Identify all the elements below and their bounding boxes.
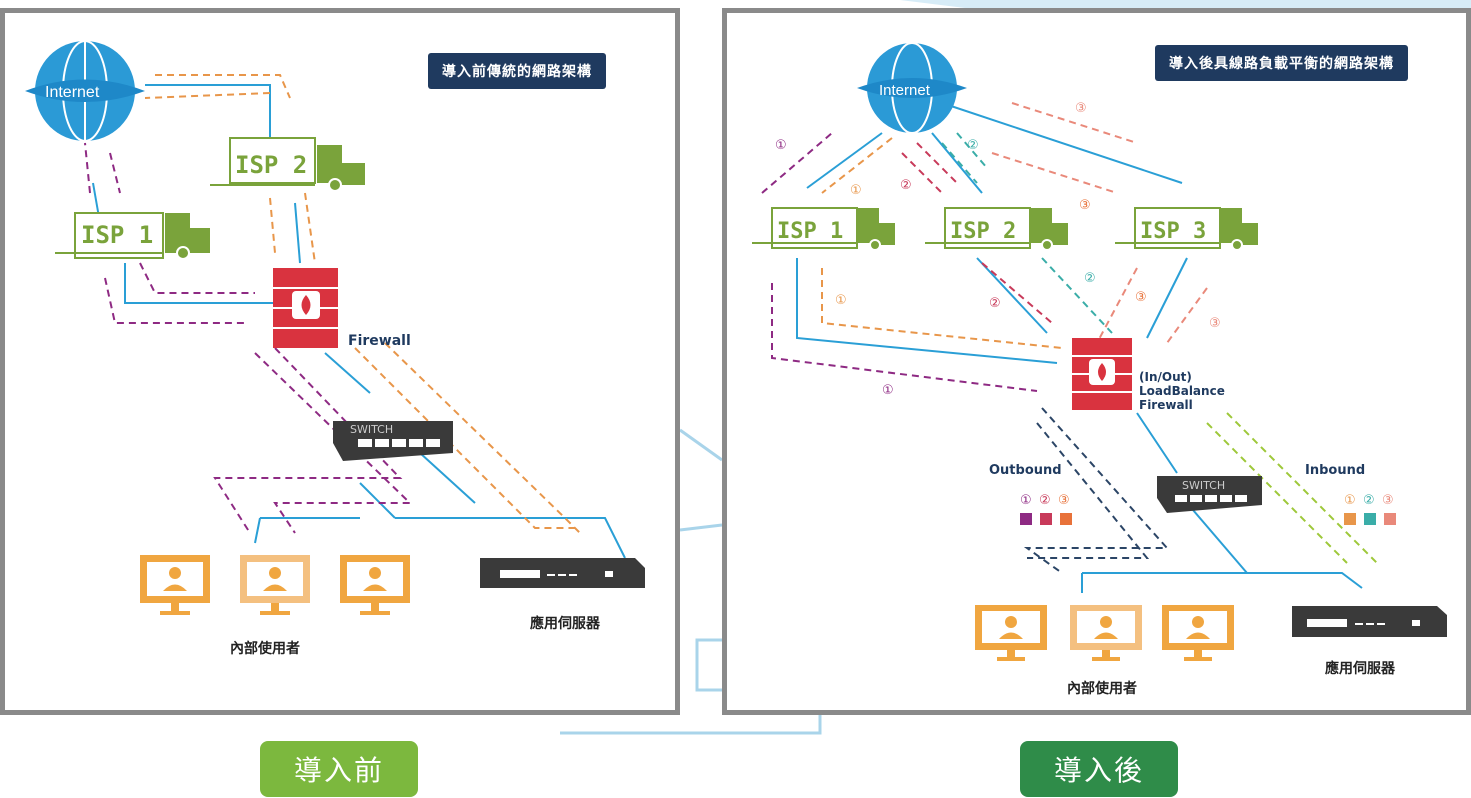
user-monitor-icon bbox=[240, 555, 310, 615]
user-monitor-icon bbox=[340, 555, 410, 615]
isp2-truck-icon bbox=[210, 137, 365, 192]
outbound-marker-2: ② bbox=[1039, 493, 1051, 508]
firewall-label-line2: LoadBalance bbox=[1139, 384, 1225, 398]
outbound-marker-3: ③ bbox=[1058, 493, 1070, 508]
user-monitor-icon bbox=[1162, 605, 1234, 661]
before-button[interactable]: 導入前 bbox=[260, 741, 418, 797]
outbound-marker-1: ① bbox=[1020, 493, 1032, 508]
before-diagram-lines: Internet ISP 2 ISP 1 bbox=[25, 40, 645, 615]
marker-2: ② bbox=[1084, 271, 1096, 286]
marker-2: ② bbox=[900, 178, 912, 193]
isp3-text: ISP 3 bbox=[1140, 219, 1206, 244]
internet-globe-icon bbox=[25, 40, 145, 142]
isp3-truck-icon bbox=[1115, 207, 1258, 251]
server-label: 應用伺服器 bbox=[530, 616, 600, 632]
isp1-truck-icon bbox=[55, 212, 210, 260]
outbound-legend-squares bbox=[1020, 513, 1072, 525]
users-label: 內部使用者 bbox=[230, 641, 300, 657]
after-diagram-lines: Internet ISP 1 ISP 2 ISP 3 bbox=[752, 42, 1447, 661]
inbound-marker-1: ① bbox=[1344, 493, 1356, 508]
internet-globe-icon bbox=[857, 42, 967, 134]
user-monitor-icon bbox=[975, 605, 1047, 661]
firewall-icon bbox=[273, 268, 338, 348]
firewall-label-line1: (In/Out) bbox=[1139, 370, 1192, 384]
switch-text: SWITCH bbox=[1182, 479, 1225, 492]
inbound-label: Inbound bbox=[1305, 463, 1366, 478]
switch-icon bbox=[333, 421, 453, 461]
firewall-label: Firewall bbox=[348, 333, 411, 349]
switch-icon bbox=[1157, 476, 1262, 513]
marker-3: ③ bbox=[1209, 316, 1221, 331]
marker-1: ① bbox=[882, 383, 894, 398]
marker-3: ③ bbox=[1075, 101, 1087, 116]
inbound-marker-3: ③ bbox=[1382, 493, 1394, 508]
outbound-label: Outbound bbox=[989, 463, 1062, 478]
server-label: 應用伺服器 bbox=[1325, 661, 1395, 677]
after-diagram-panel: Internet ISP 1 ISP 2 ISP 3 bbox=[722, 8, 1471, 715]
before-title-badge: 導入前傳統的網路架構 bbox=[428, 53, 606, 89]
marker-1: ① bbox=[835, 293, 847, 308]
server-icon bbox=[1292, 606, 1447, 637]
internet-text: Internet bbox=[45, 84, 100, 101]
inbound-marker-2: ② bbox=[1363, 493, 1375, 508]
isp2-text: ISP 2 bbox=[235, 151, 307, 179]
marker-2: ② bbox=[967, 138, 979, 153]
user-monitor-icon bbox=[140, 555, 210, 615]
marker-1: ① bbox=[775, 138, 787, 153]
isp1-text: ISP 1 bbox=[777, 219, 843, 244]
after-button[interactable]: 導入後 bbox=[1020, 741, 1178, 797]
marker-1: ① bbox=[850, 183, 862, 198]
internet-text: Internet bbox=[879, 82, 931, 99]
isp2-text: ISP 2 bbox=[950, 219, 1016, 244]
firewall-icon bbox=[1072, 338, 1132, 410]
isp1-truck-icon bbox=[752, 207, 895, 251]
user-monitor-icon bbox=[1070, 605, 1142, 661]
marker-2: ② bbox=[989, 296, 1001, 311]
inbound-legend-squares bbox=[1344, 513, 1396, 525]
before-diagram-panel: Internet ISP 2 ISP 1 bbox=[0, 8, 680, 715]
switch-text: SWITCH bbox=[350, 423, 393, 436]
marker-3: ③ bbox=[1079, 198, 1091, 213]
isp2-truck-icon bbox=[925, 207, 1068, 251]
firewall-label-line3: Firewall bbox=[1139, 398, 1193, 412]
isp1-text: ISP 1 bbox=[81, 221, 153, 249]
marker-3: ③ bbox=[1135, 290, 1147, 305]
server-icon bbox=[480, 558, 645, 588]
after-title-badge: 導入後具線路負載平衡的網路架構 bbox=[1155, 45, 1408, 81]
users-label: 內部使用者 bbox=[1067, 681, 1137, 697]
